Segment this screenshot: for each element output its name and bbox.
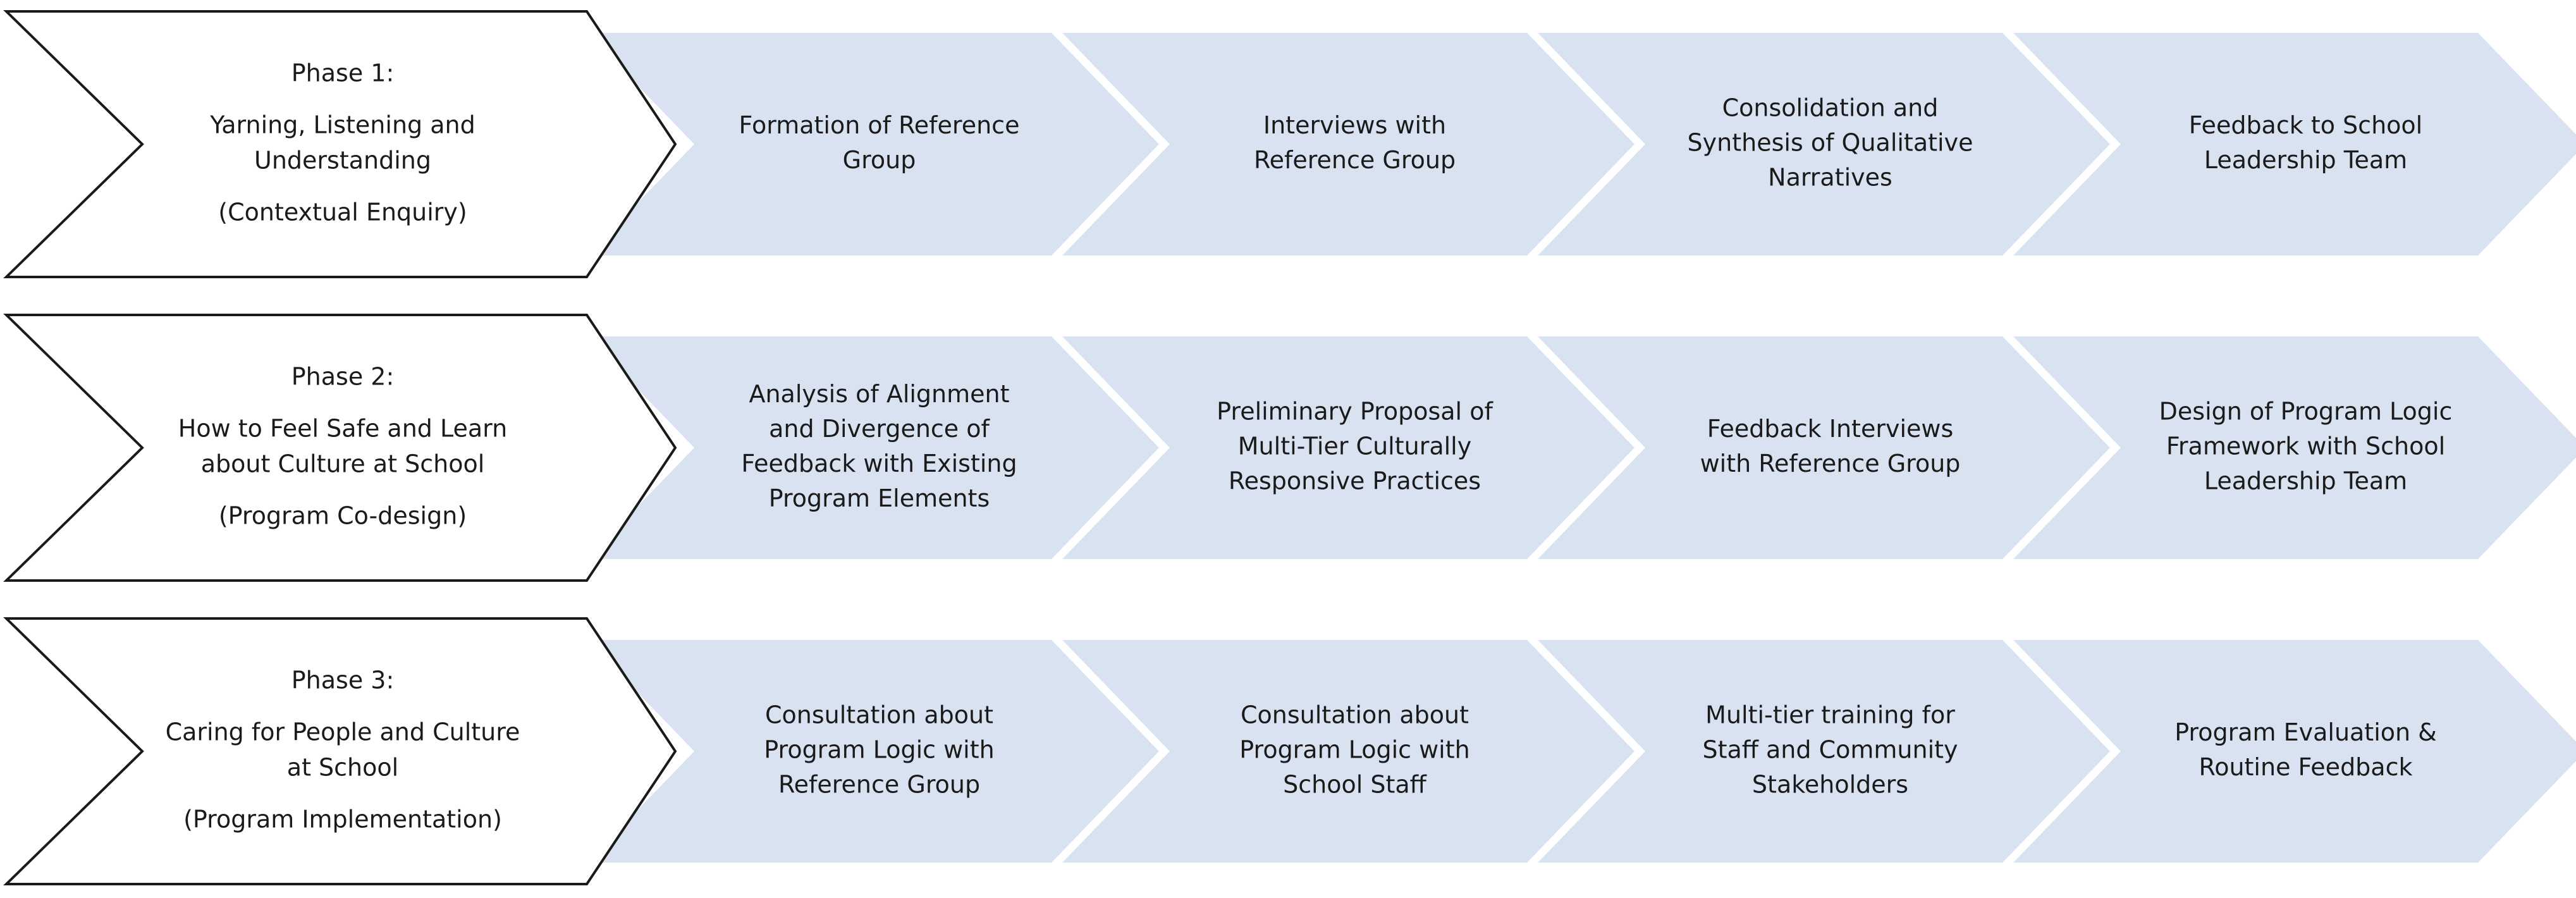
step-label-line: Reference Group xyxy=(778,771,980,799)
phase-label-line: Phase 3: xyxy=(291,667,395,694)
phase-chevron-shape xyxy=(3,617,677,885)
step-label-line: Reference Group xyxy=(1254,146,1456,174)
step-label-line: Interviews with xyxy=(1263,111,1446,139)
step-chevron-shape xyxy=(2013,33,2576,255)
step-label-line: Leadership Team xyxy=(2204,467,2407,495)
step-2-3: Feedback Interviews with Reference Group xyxy=(1538,336,2110,559)
step-label-line: Program Logic with xyxy=(764,736,994,764)
step-label-line: Program Elements xyxy=(769,484,990,512)
step-label-line: Responsive Practices xyxy=(1229,467,1481,495)
step-chevron-shape xyxy=(2013,336,2576,559)
step-label-line: Multi-Tier Culturally xyxy=(1238,433,1471,460)
phase-label-line: Yarning, Listening and xyxy=(209,111,475,139)
step-label-line: Framework with School xyxy=(2166,433,2445,460)
phase-row-2: Analysis of Alignment and Divergence of Fe… xyxy=(3,314,2576,582)
step-label-line: and Divergence of xyxy=(769,415,990,443)
step-label-line: Narratives xyxy=(1768,164,1892,192)
step-label-line: Leadership Team xyxy=(2204,146,2407,174)
step-chevron-shape xyxy=(1538,336,2110,559)
step-chevron-shape xyxy=(1538,33,2110,255)
step-label-line: Consultation about xyxy=(1241,701,1469,729)
phase-chevron-shape xyxy=(3,10,677,278)
step-label-line: Group xyxy=(843,146,916,174)
phase-label-line: at School xyxy=(287,754,398,782)
step-3-4: Program Evaluation & Routine Feedback xyxy=(2013,640,2576,863)
step-label-line: Analysis of Alignment xyxy=(749,380,1009,408)
phase-1-box: Phase 1: Yarning, Listening andUnderstand… xyxy=(3,10,677,278)
step-label-line: Routine Feedback xyxy=(2199,753,2413,781)
step-label-line: Stakeholders xyxy=(1752,771,1908,799)
phase-label-line: Caring for People and Culture xyxy=(166,718,520,746)
phase-label-line: about Culture at School xyxy=(201,450,485,478)
step-label-line: Feedback with Existing xyxy=(741,450,1017,477)
step-chevron-shape xyxy=(1062,33,1635,255)
phase-label-line: (Program Implementation) xyxy=(183,806,502,833)
step-2-1: Analysis of Alignment and Divergence of Fe… xyxy=(587,336,1159,559)
phase-label-line: (Contextual Enquiry) xyxy=(218,199,467,226)
step-label-line: Preliminary Proposal of xyxy=(1217,398,1493,426)
step-label-line: Program Logic with xyxy=(1239,736,1469,764)
phase-label-line: Phase 1: xyxy=(291,59,395,87)
phase-label-line: (Program Co-design) xyxy=(219,502,467,530)
step-label-line: Feedback Interviews xyxy=(1707,415,1954,443)
phase-chevron-shape xyxy=(3,314,677,582)
step-label-line: Feedback to School xyxy=(2189,111,2422,139)
step-label-line: Staff and Community xyxy=(1702,736,1958,764)
step-label-line: Consultation about xyxy=(765,701,993,729)
phase-2-box: Phase 2: How to Feel Safe and Learn about … xyxy=(3,314,677,582)
step-label-line: Design of Program Logic xyxy=(2159,398,2453,426)
step-label-line: Formation of Reference xyxy=(739,111,1020,139)
phase-label-line: Phase 2: xyxy=(291,363,395,391)
phase-label-line: Understanding xyxy=(254,147,431,175)
step-2-2: Preliminary Proposal of Multi-Tier Cultur… xyxy=(1062,336,1635,559)
step-chevron-shape xyxy=(1062,640,1635,863)
phase-3-box: Phase 3: Caring for People and Culture at … xyxy=(3,617,677,885)
phase-label-line: How to Feel Safe and Learn xyxy=(178,415,507,443)
step-label-line: Multi-tier training for xyxy=(1705,701,1955,729)
step-label-line: Consolidation and xyxy=(1722,94,1939,122)
step-label-line: Program Evaluation & xyxy=(2174,718,2437,746)
step-chevron-shape xyxy=(1062,336,1635,559)
step-label-line: with Reference Group xyxy=(1700,450,1961,477)
step-chevron-shape xyxy=(2013,640,2576,863)
step-chevron-shape xyxy=(587,336,1159,559)
step-chevron-shape xyxy=(1538,640,2110,863)
step-label-line: Synthesis of Qualitative xyxy=(1688,129,1973,157)
step-chevron-shape xyxy=(587,33,1159,255)
step-chevron-shape xyxy=(587,640,1159,863)
step-label-line: School Staff xyxy=(1283,771,1427,799)
